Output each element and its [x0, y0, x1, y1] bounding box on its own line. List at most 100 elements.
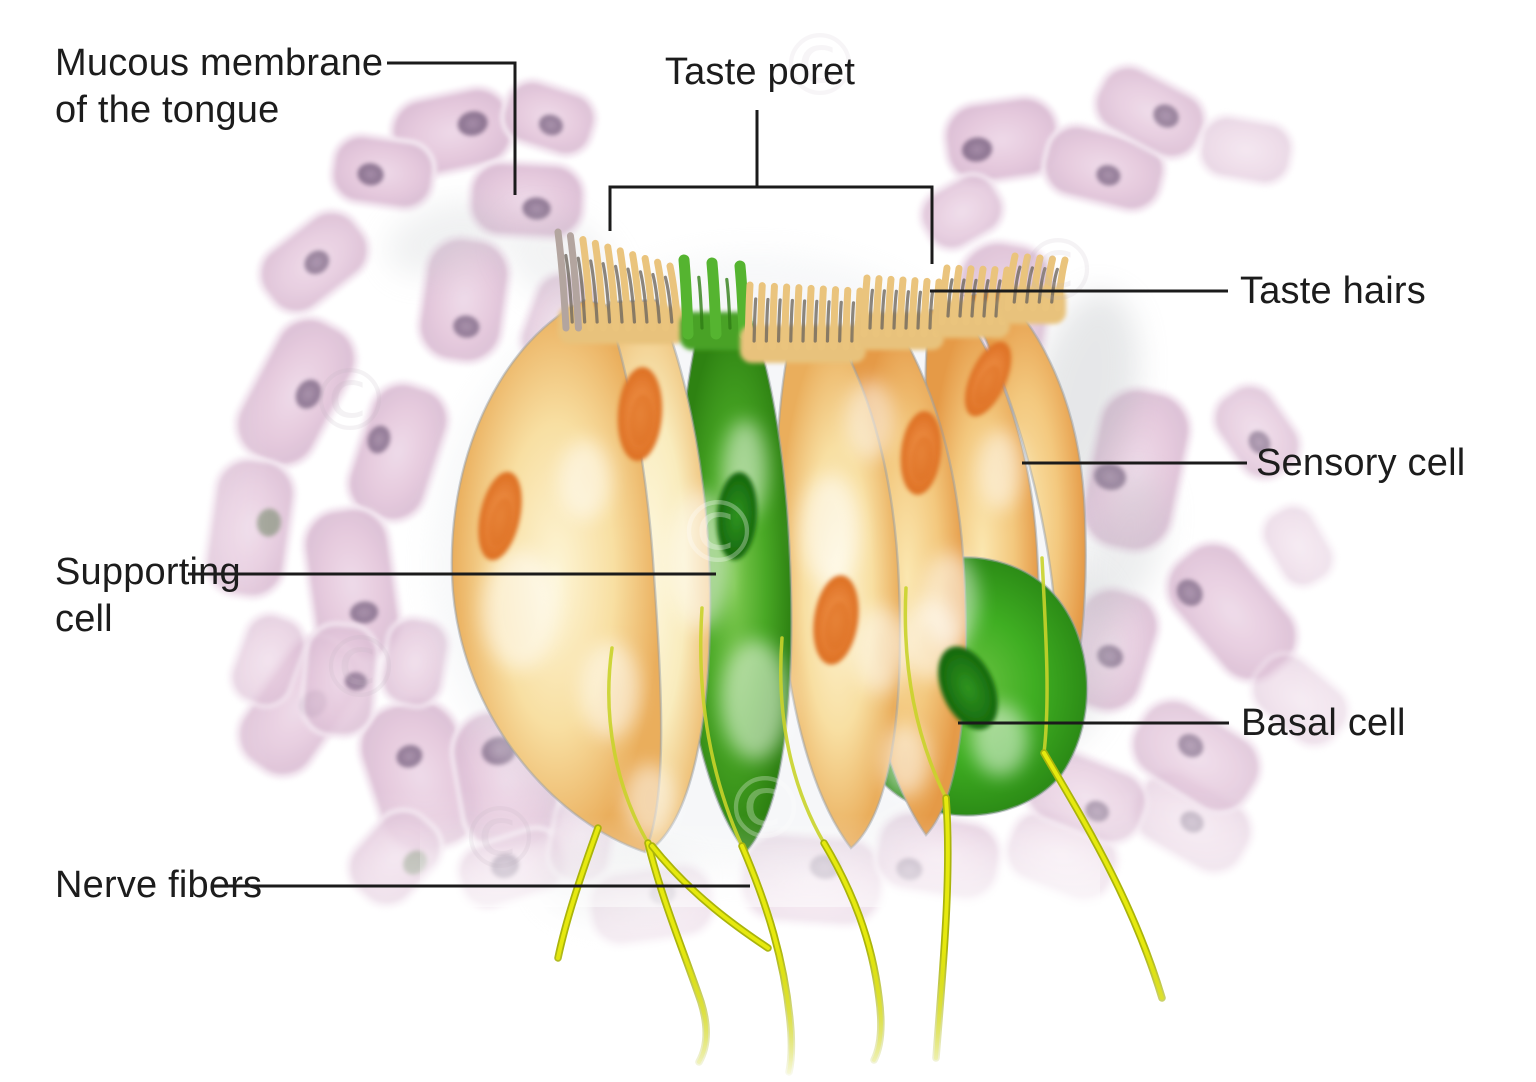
supporting-cell-nucleus	[716, 472, 758, 560]
nerve-fiber	[646, 841, 708, 1064]
taste-hair	[678, 254, 694, 340]
cell-highlight	[854, 606, 906, 694]
taste-hair	[734, 260, 750, 340]
taste-hair-shadow	[1037, 267, 1047, 304]
nerve-fiber	[699, 606, 744, 848]
cell-highlight	[670, 490, 730, 630]
taste-hair-shadow	[576, 256, 587, 324]
copyright-watermark: ©	[777, 16, 863, 116]
right-fade	[1280, 0, 1536, 1082]
taste-hair-shadow	[838, 300, 843, 343]
nerve-fiber	[556, 826, 600, 960]
label-supporting-cell: Supporting cell	[55, 551, 241, 640]
taste-hair	[554, 228, 570, 332]
taste-hair	[793, 284, 803, 351]
label-mucous-membrane: Mucous membrane of the tongue	[55, 42, 384, 131]
cell-highlight	[482, 550, 558, 670]
taste-hair	[830, 286, 840, 351]
taste-hair-shadow	[776, 298, 782, 343]
taste-hair-shadow	[663, 275, 674, 324]
taste-hair-shadow	[970, 278, 978, 318]
taste-hair-shadow	[1025, 266, 1034, 304]
cell-nucleus	[350, 601, 379, 624]
taste-hair	[920, 277, 931, 338]
cell-nucleus	[962, 137, 993, 162]
taste-hair	[654, 258, 670, 332]
copyright-watermark: ©	[722, 759, 808, 859]
cell-nucleus	[357, 163, 384, 186]
cell-nucleus	[1153, 104, 1179, 128]
epithelial-cell	[1210, 382, 1304, 482]
taste-hair	[768, 282, 778, 351]
sensory-cell-nucleus	[629, 394, 654, 446]
sensory-cell-nucleus	[974, 364, 1001, 406]
cell-highlight	[559, 440, 611, 520]
taste-hair	[817, 285, 827, 351]
nerve-fiber	[903, 586, 948, 800]
taste-hair-shadow	[789, 298, 794, 343]
epithelial-cell	[378, 614, 452, 710]
leader-taste-pore-bracket	[608, 185, 934, 264]
nerve-fiber	[607, 646, 650, 845]
copyright-watermark: ©	[457, 789, 543, 889]
sensory-cell-nucleus	[824, 601, 850, 651]
taste-hair-shadow	[958, 278, 966, 318]
cell-highlight	[881, 724, 929, 796]
nerve-fiber	[1042, 751, 1164, 1000]
taste-hair-shadow	[601, 262, 612, 324]
taste-hair-shadow	[916, 290, 922, 330]
taste-hair	[629, 251, 645, 332]
label-taste-pore: Taste poret	[664, 51, 856, 93]
epithelial-cell	[499, 77, 599, 159]
taste-hair	[666, 262, 682, 332]
taste-hair	[842, 286, 852, 351]
taste-hair-shadow	[928, 291, 934, 330]
taste-hair-shadow	[946, 278, 954, 318]
nerve-fiber	[650, 844, 770, 950]
taste-hair-shadow	[868, 288, 874, 330]
taste-hair	[896, 276, 907, 338]
taste-hair	[884, 275, 895, 338]
cell-nucleus	[522, 197, 551, 220]
taste-hair	[591, 239, 607, 332]
taste-hair-shadow	[801, 299, 807, 343]
nerve-fiber	[822, 841, 883, 1062]
cell-highlight	[800, 475, 860, 585]
taste-hair	[604, 243, 620, 332]
taste-hair	[805, 284, 815, 351]
copyright-watermark: ©	[307, 351, 393, 451]
taste-hair-shadow	[1012, 265, 1022, 304]
cell-nucleus	[457, 111, 488, 136]
taste-hairs-fringe	[554, 228, 1069, 363]
cell-nucleus	[1096, 165, 1121, 186]
cell-nucleus	[453, 315, 480, 338]
taste-hair-shadow	[892, 289, 898, 330]
epithelial-cell	[328, 132, 438, 212]
cell-nucleus	[344, 672, 367, 691]
copyright-watermark: ©	[675, 483, 761, 583]
cell-highlight	[721, 640, 789, 760]
epithelial-cell	[344, 380, 452, 524]
cell-highlight	[846, 380, 894, 460]
label-taste-hairs: Taste hairs	[1240, 270, 1426, 312]
taste-hair	[1017, 253, 1031, 312]
watermarks: ©©©©©©©	[307, 16, 1101, 889]
taste-hair	[1054, 256, 1069, 312]
nerve-fiber	[740, 844, 794, 1074]
taste-hair-shadow	[1050, 267, 1059, 304]
label-nerve-fibers: Nerve fibers	[55, 864, 263, 906]
nerve-fiber	[1040, 556, 1049, 755]
cell-nucleus	[1248, 431, 1271, 454]
taste-hair	[1004, 252, 1019, 312]
epithelial-cell	[299, 621, 381, 739]
nerve-fibers-inner	[607, 556, 1049, 848]
taste-hair	[1042, 255, 1056, 312]
epithelial-cell	[918, 171, 1006, 253]
taste-hair	[641, 254, 657, 332]
taste-hair	[756, 282, 766, 351]
taste-hair	[781, 283, 791, 351]
taste-hair	[579, 236, 595, 332]
taste-hair-shadow	[651, 272, 661, 324]
